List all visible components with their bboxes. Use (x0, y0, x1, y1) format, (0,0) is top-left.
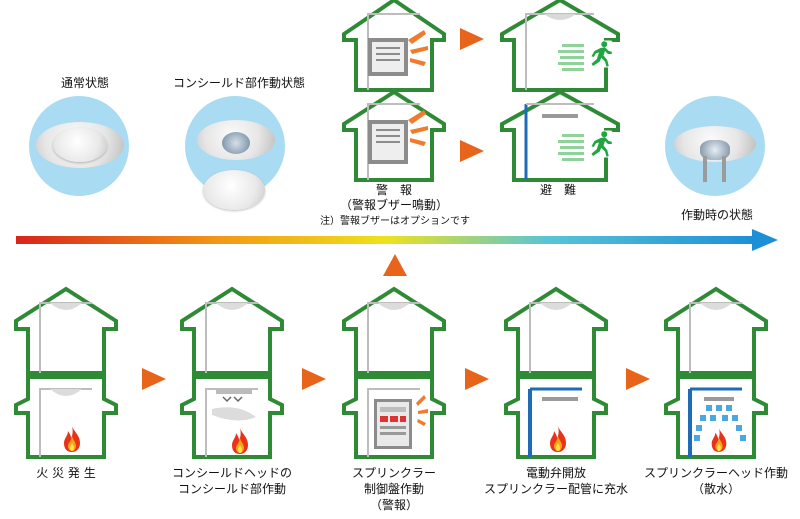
evacuation-label: 避 難 (539, 183, 576, 197)
stage-house-valve-open (504, 286, 608, 459)
alarm-house-lower (342, 89, 446, 182)
evacuation-house-upper (500, 0, 620, 92)
step-2-line1: コンシールドヘッドの (171, 466, 292, 480)
step-3-line1: スプリンクラー (351, 466, 436, 480)
arrow-right-icon (302, 368, 326, 390)
stage-house-discharge (664, 286, 768, 459)
alarm-house-upper (342, 0, 446, 92)
sprinkler-pin-right (722, 156, 726, 182)
stage-house-concealed (180, 286, 284, 459)
sprinkler-frame-center (222, 132, 250, 154)
timeline-arrow (16, 229, 778, 251)
arrow-right-icon (142, 368, 166, 390)
step-4-line2: スプリンクラー配管に充水 (483, 482, 628, 496)
arrow-right-icon (626, 368, 650, 390)
stage-house-fire (14, 286, 118, 459)
step-3-line2: 制御盤作動 (363, 482, 424, 496)
arrow-up-icon (383, 254, 407, 276)
arrow-right-icon (465, 368, 489, 390)
alarm-label-line1: 警 報 (375, 183, 412, 197)
step-2-line2: コンシールド部作動 (177, 482, 286, 496)
label-concealed-state: コンシールド部作動状態 (172, 76, 305, 90)
step-4-line1: 電動弁開放 (525, 466, 586, 480)
sprinkler-pin-left (703, 156, 707, 182)
arrow-right-icon (460, 140, 484, 162)
stage-house-control-panel (342, 286, 446, 459)
label-normal-state: 通常状態 (60, 76, 109, 90)
alarm-speaker-icon (408, 110, 428, 146)
alarm-speaker-icon (408, 30, 428, 66)
step-3-line3: （警報） (369, 498, 418, 512)
sprinkler-cover-normal (53, 128, 107, 162)
step-5-line1: スプリンクラーヘッド作動 (643, 466, 788, 480)
evacuation-house-lower (500, 89, 620, 182)
arrow-right-icon (460, 28, 484, 50)
running-man-icon (585, 130, 613, 158)
alarm-label-line2: （警報ブザー鳴動） (339, 198, 448, 212)
concealed-cover-dropped (203, 170, 265, 210)
buzzer-option-note: 注）警報ブザーはオプションです (320, 216, 470, 227)
label-activated-state: 作動時の状態 (680, 208, 753, 222)
running-man-icon (585, 40, 613, 68)
step-5-line2: （散水） (691, 482, 740, 496)
alarm-speaker-icon (416, 395, 428, 426)
step-1-line1: 火 災 発 生 (36, 466, 96, 480)
sprinkler-deflector (700, 140, 730, 160)
